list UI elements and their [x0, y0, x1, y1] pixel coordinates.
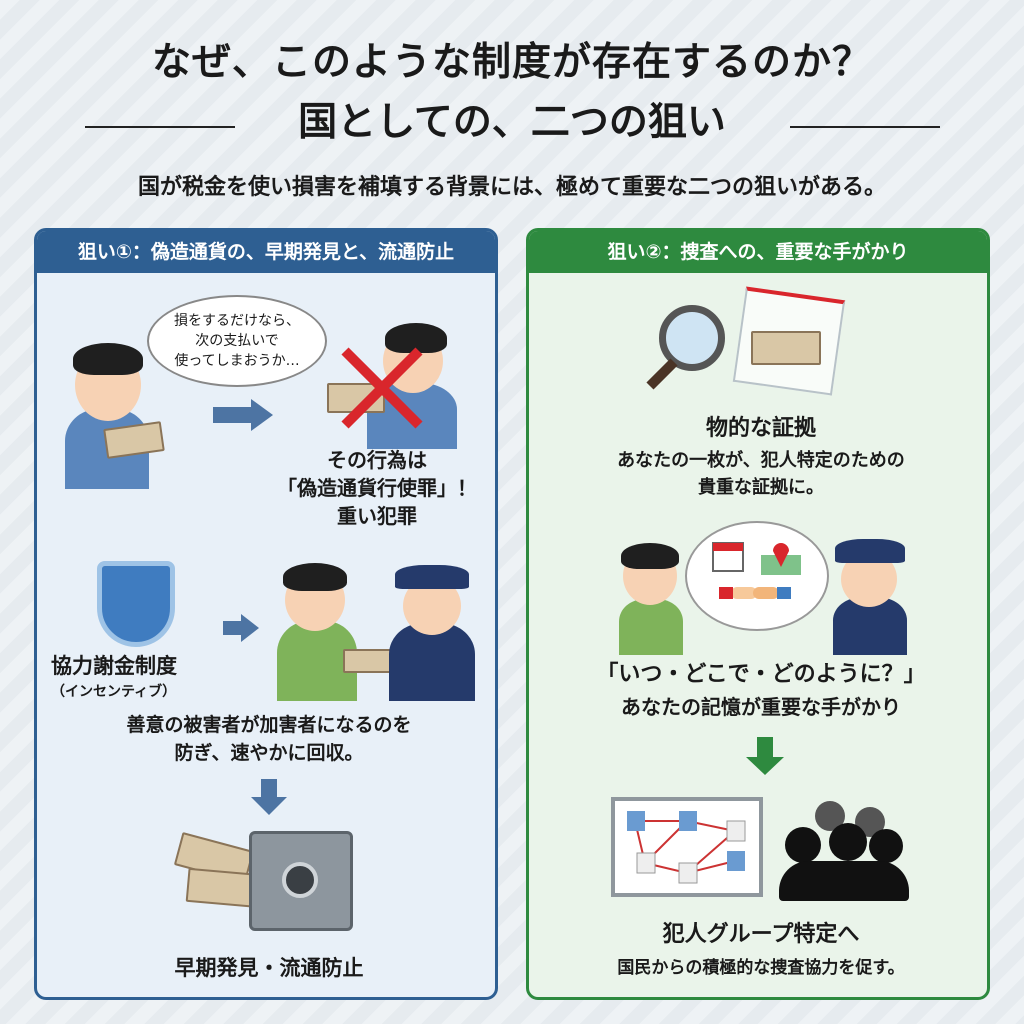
arrow-down-icon — [261, 779, 277, 799]
calendar-map-handshake-icons — [712, 542, 801, 599]
result-label: 早期発見・流通防止 — [174, 956, 364, 980]
shield-icon — [97, 561, 175, 647]
memory-title: 「いつ・どこで・どのように？」 — [596, 662, 926, 687]
calendar-icon — [712, 542, 744, 572]
arrow-right-icon — [223, 621, 243, 635]
banknote-icon — [751, 331, 821, 365]
handshake-icon — [719, 587, 791, 599]
magnifier-icon — [659, 305, 725, 371]
criminal-group-icon — [779, 801, 909, 901]
arrow-right-icon — [213, 407, 253, 423]
divider — [85, 126, 235, 128]
title-line-2: 国としての、二つの狙い — [298, 100, 726, 145]
panel-aim-1: 狙い①：偽造通貨の、早期発見と、流通防止 損をするだけなら、 次の支払いで 使っ… — [34, 228, 498, 1000]
divider — [790, 126, 940, 128]
magnifier-handle — [646, 358, 678, 390]
description-line: 善意の被害者が加害者になるのを — [126, 714, 412, 736]
description-line: あなたの一枚が、犯人特定のための — [617, 450, 905, 471]
arrow-right-icon — [251, 399, 273, 431]
arrow-down-icon — [251, 797, 287, 815]
thought-line: 損をするだけなら、 — [174, 313, 300, 329]
thought-bubble — [147, 295, 327, 387]
thought-line: 次の支払いで — [195, 333, 279, 349]
panel-aim-2: 狙い②：捜査への、重要な手がかり 物的な証拠 あなたの一枚が、犯人特定のための … — [526, 228, 990, 1000]
crime-line: 重い犯罪 — [337, 504, 417, 528]
evidence-description: あなたの一枚が、犯人特定のための 貴重な証拠に。 — [529, 447, 987, 501]
panel-heading: 狙い①：偽造通貨の、早期発見と、流通防止 — [37, 231, 495, 273]
arrow-down-icon — [757, 737, 773, 759]
crime-line: 「偽造通貨行使罪」！ — [277, 476, 477, 500]
banknote-icon — [343, 649, 393, 673]
result-title: 犯人グループ特定へ — [662, 922, 860, 947]
description-line: 貴重な証拠に。 — [698, 477, 824, 498]
investigation-board-icon — [611, 797, 763, 897]
arrow-right-icon — [241, 614, 259, 642]
memory-description: あなたの記憶が重要な手がかり — [621, 695, 901, 719]
safe-icon — [249, 831, 353, 931]
thought-line: 使ってしまおうか… — [174, 353, 300, 369]
title-line-1: なぜ、このような制度が存在するのか？ — [151, 40, 872, 85]
speech-bubble — [685, 521, 829, 631]
system-name: 協力謝金制度 — [51, 654, 177, 678]
system-description: 善意の被害者が加害者になるのを 防ぎ、速やかに回収。 — [37, 711, 495, 767]
description-line: 防ぎ、速やかに回収。 — [174, 742, 364, 764]
thought-text: 損をするだけなら、 次の支払いで 使ってしまおうか… — [147, 311, 327, 371]
map-pin-icon — [761, 543, 801, 575]
arrow-down-icon — [746, 757, 784, 775]
connection-lines — [627, 811, 746, 884]
prohibited-x-icon — [341, 347, 423, 429]
crime-warning: その行為は 「偽造通貨行使罪」！ 重い犯罪 — [257, 446, 495, 530]
result-description: 国民からの積極的な捜査協力を促す。 — [617, 958, 905, 978]
evidence-title: 物的な証拠 — [705, 416, 816, 441]
system-subtitle: （インセンティブ） — [51, 684, 177, 700]
panel-heading: 狙い②：捜査への、重要な手がかり — [529, 231, 987, 273]
subtitle: 国が税金を使い損害を補填する背景には、極めて重要な二つの狙いがある。 — [137, 175, 886, 200]
crime-line: その行為は — [327, 448, 427, 472]
